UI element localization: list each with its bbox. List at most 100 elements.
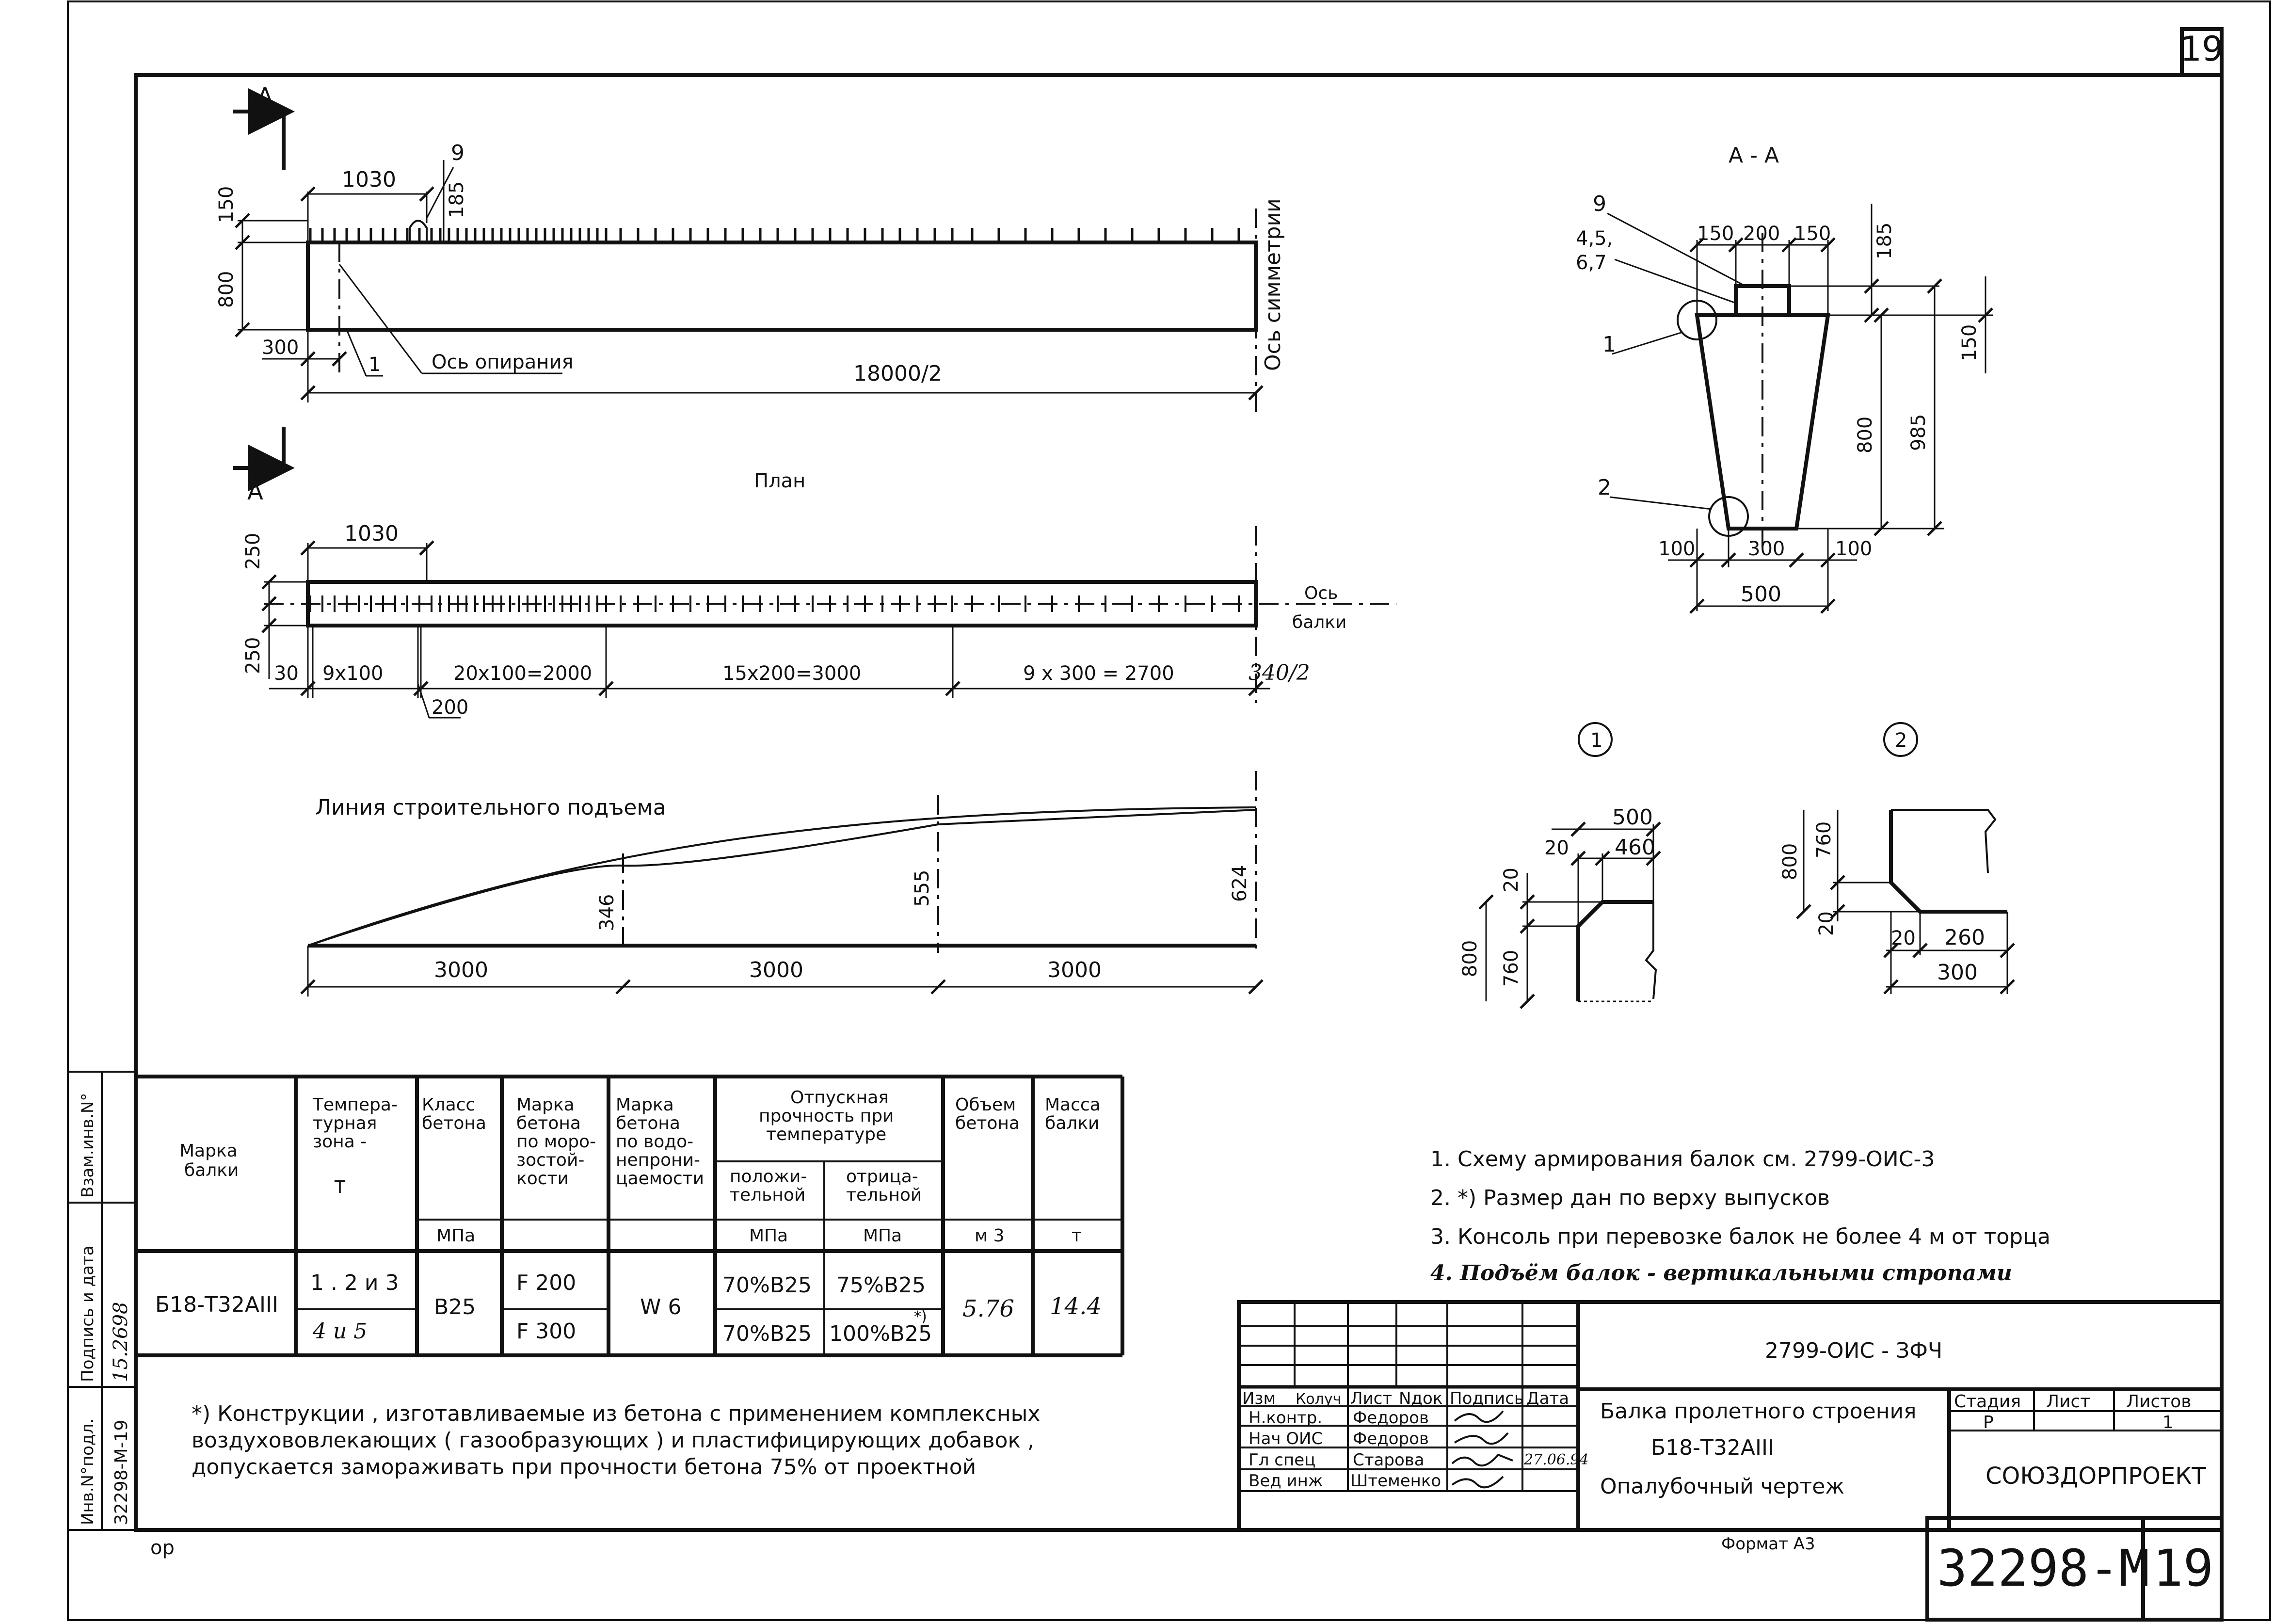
support-axis-label: Ось опирания — [432, 351, 574, 373]
th-mark-2: балки — [184, 1160, 239, 1180]
detail2-h260: 260 — [1944, 925, 1985, 950]
tb-stage-label: Стадия — [1954, 1392, 2021, 1412]
row-volume: 5.76 — [962, 1295, 1014, 1322]
row-mark: Б18-Т32АIII — [155, 1292, 278, 1317]
tb-col-list: Лист — [1350, 1389, 1392, 1408]
tb-col-ndok: Nдок — [1399, 1389, 1442, 1408]
tb-org: СОЮЗДОРПРОЕКТ — [1986, 1463, 2206, 1490]
th-frost-3: по моро- — [516, 1132, 596, 1152]
detail2-v760: 760 — [1813, 821, 1835, 858]
camber-s1: 3000 — [434, 958, 488, 982]
unit-pos: МПа — [749, 1226, 788, 1246]
dim-185-elev: 185 — [446, 181, 468, 218]
row-zone2: 4 и 5 — [312, 1319, 367, 1344]
th-neg-2: тельной — [846, 1185, 922, 1205]
th-water-3: по водо- — [616, 1132, 693, 1152]
tb-name-2: Федоров — [1353, 1429, 1429, 1448]
tb-sheets-label: Листов — [2126, 1392, 2191, 1412]
sheet-number: 19 — [2153, 1539, 2213, 1598]
camber-v3: 624 — [1229, 865, 1251, 902]
camber-title: Линия строительного подъема — [315, 795, 666, 820]
th-frost-2: бетона — [516, 1113, 581, 1133]
signature-1 — [1454, 1410, 1504, 1423]
section-title: А - А — [1729, 143, 1779, 168]
th-release-3: температуре — [766, 1125, 886, 1144]
sec-leader-2: 2 — [1598, 475, 1611, 500]
tb-name-1: Федоров — [1353, 1408, 1429, 1428]
sec-dim-185: 185 — [1874, 223, 1896, 259]
th-zone-2: турная — [313, 1113, 377, 1133]
th-mark-1: Марка — [179, 1141, 238, 1161]
symmetry-axis-label: Ось симметрии — [1261, 198, 1285, 371]
tb-title-3: Опалубочный чертеж — [1600, 1474, 1844, 1499]
signature-2 — [1454, 1432, 1509, 1445]
th-class-2: бетона — [422, 1113, 486, 1133]
th-frost-1: Марка — [516, 1095, 575, 1115]
dim-150-elev: 150 — [215, 186, 238, 223]
camber-s3: 3000 — [1047, 958, 1102, 982]
tb-role-2: Нач ОИС — [1249, 1429, 1323, 1448]
sec-dim-150: 150 — [1958, 324, 1981, 361]
row-frost2: F 300 — [516, 1319, 576, 1344]
th-mass-1: Масса — [1045, 1095, 1101, 1115]
th-volume-1: Объем — [955, 1095, 1016, 1115]
tb-col-sign: Подпись — [1450, 1389, 1524, 1408]
th-water-1: Марка — [616, 1095, 674, 1115]
unit-class: МПа — [436, 1226, 475, 1246]
dim-1030-plan: 1030 — [344, 521, 399, 546]
camber-s2: 3000 — [749, 958, 803, 982]
unit-mass: т — [1072, 1226, 1082, 1246]
detail2-v20: 20 — [1815, 911, 1838, 936]
detail1-d460: 460 — [1615, 835, 1655, 860]
detail-2: 2 760 800 20 20 260 300 — [1779, 722, 2014, 994]
th-frost-4: зостой- — [516, 1150, 584, 1170]
footnote-line-3: допускается замораживать при прочности б… — [192, 1455, 976, 1479]
side-inv-orig: Инв.N°подл. — [78, 1418, 97, 1525]
section-mark-a-plan: А — [247, 478, 263, 505]
sec-leader-9: 9 — [1593, 192, 1606, 216]
row-zone1: 1 . 2 и 3 — [310, 1270, 399, 1295]
leader-9: 9 — [451, 141, 464, 165]
note-2: 2. *) Размер дан по верху выпусков — [1430, 1186, 1830, 1210]
row-water: W 6 — [640, 1295, 682, 1319]
th-zone-1: Темпера- — [312, 1095, 398, 1115]
dim-300-elev: 300 — [262, 337, 299, 359]
sec-bot-300: 300 — [1748, 538, 1785, 560]
side-replace-inv: Взам.инв.N° — [78, 1093, 97, 1198]
detail2-mark: 2 — [1895, 729, 1907, 752]
tb-col-izm: Изм — [1242, 1389, 1276, 1408]
row-neg1: 75%В25 — [836, 1273, 926, 1298]
detail2-h20: 20 — [1891, 927, 1916, 949]
sec-dim-800: 800 — [1854, 417, 1876, 453]
sec-bot-100a: 100 — [1658, 538, 1695, 560]
footnote-line-2: воздухововлекающих ( газообразующих ) и … — [192, 1428, 1034, 1453]
detail1-v800: 800 — [1459, 940, 1481, 977]
outer-frame — [67, 0, 2271, 1621]
th-volume-2: бетона — [955, 1113, 1020, 1133]
tb-sheet-label: Лист — [2046, 1392, 2090, 1412]
seg-9x300: 9 x 300 = 2700 — [1023, 662, 1174, 685]
sec-top-150a: 150 — [1697, 223, 1734, 245]
camber-v2: 555 — [911, 870, 933, 907]
row-star: *) — [914, 1308, 927, 1325]
bottom-left-note: ор — [150, 1537, 175, 1559]
doc-code-box: 32298-М 19 — [1925, 1516, 2224, 1622]
signature-3 — [1451, 1453, 1513, 1467]
format-label: Формат А3 — [1721, 1534, 1815, 1554]
detail2-v800: 800 — [1779, 843, 1801, 880]
tb-title-1: Балка пролетного строения — [1600, 1399, 1917, 1424]
tb-col-date: Дата — [1526, 1389, 1569, 1408]
title-block: Изм Колуч Лист Nдок Подпись Дата Н.контр… — [1237, 1300, 2224, 1532]
dim-800-elev: 800 — [215, 271, 238, 308]
tb-doc: 2799-ОИС - ЗФЧ — [1765, 1338, 1942, 1363]
sec-top-150b: 150 — [1794, 223, 1831, 245]
dim-1030-elev: 1030 — [342, 167, 396, 192]
section-mark-a-top: А — [257, 83, 273, 110]
dim-half-length: 18000/2 — [853, 361, 942, 386]
sec-dim-985: 985 — [1907, 414, 1930, 451]
row-neg2: 100%В25 — [829, 1321, 932, 1346]
tb-date-3: 27.06.94 — [1523, 1451, 1589, 1468]
th-water-2: бетона — [616, 1113, 680, 1133]
detail1-mark: 1 — [1590, 729, 1602, 752]
note-3: 3. Консоль при перевозке балок не более … — [1430, 1224, 2050, 1249]
